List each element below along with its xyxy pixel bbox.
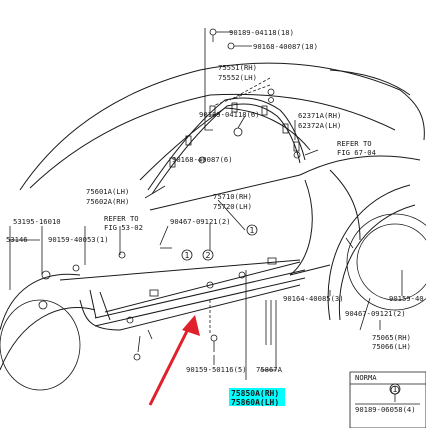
label-75551: 75551(RH): [218, 63, 257, 72]
label-75066: 75066(LH): [372, 342, 411, 351]
label-90168-40087-6: 90168-40087(6): [172, 155, 233, 164]
label-75601a: 75601A(LH): [86, 187, 129, 196]
label-53146: 53146: [6, 235, 28, 244]
label-75552: 75552(LH): [218, 73, 257, 82]
callout-1: 1: [181, 249, 193, 261]
label-62371a: 62371A(RH): [298, 111, 341, 120]
window-moulding: [147, 28, 306, 195]
label-90159-40053: 90159-40053(1): [48, 235, 109, 244]
callout-2: 2: [202, 249, 214, 261]
car-body-outline: [0, 62, 426, 391]
label-90189-06058: 90189-06058(4): [355, 405, 416, 414]
label-fig-67-04: FIG 67-04: [337, 148, 376, 157]
label-75602a: 75602A(RH): [86, 197, 129, 206]
svg-text:1: 1: [250, 226, 255, 235]
label-62372a: 62372A(LH): [298, 121, 341, 130]
label-75720: 75720(LH): [213, 202, 252, 211]
label-90467-09121: 90467-09121(2): [170, 217, 231, 226]
label-90164-40085: 90164-40085(3): [283, 294, 344, 303]
rocker-moulding: [38, 251, 306, 361]
callout-1-inset: 1: [389, 383, 401, 395]
label-fig-53-02: FIG 53-02: [104, 223, 143, 232]
svg-text:1: 1: [393, 385, 398, 394]
highlight-box: [229, 388, 285, 406]
label-75065: 75065(RH): [372, 333, 411, 342]
label-75860a: 75860A(LH): [231, 398, 279, 407]
label-90168-40087-18: 90168-40087(18): [253, 42, 318, 51]
callout-1-right: 1: [246, 224, 258, 236]
label-90189-04118-6: 90189-04118(6): [199, 110, 260, 119]
label-53195-16010: 53195-16010: [13, 217, 61, 226]
label-75850a: 75850A(RH): [231, 389, 279, 398]
red-arrow: [148, 315, 200, 406]
label-90189-04118-18: 90189-04118(18): [229, 28, 294, 37]
label-refer-to-53: REFER TO: [104, 214, 139, 223]
normal-inset-box: [349, 371, 426, 428]
svg-text:1: 1: [185, 251, 190, 260]
label-90159-40-right: 90159-40: [389, 294, 424, 303]
leader-lines: [9, 28, 403, 380]
label-refer-to-67: REFER TO: [337, 139, 372, 148]
label-90467-09121-right: 90467-09121(2): [345, 309, 406, 318]
label-75710: 75710(RH): [213, 192, 252, 201]
svg-text:2: 2: [206, 251, 211, 260]
label-75867a: 75867A: [256, 365, 283, 374]
label-90159-50116: 90159-50116(5): [186, 365, 247, 374]
label-normal: NORMA: [355, 373, 377, 382]
